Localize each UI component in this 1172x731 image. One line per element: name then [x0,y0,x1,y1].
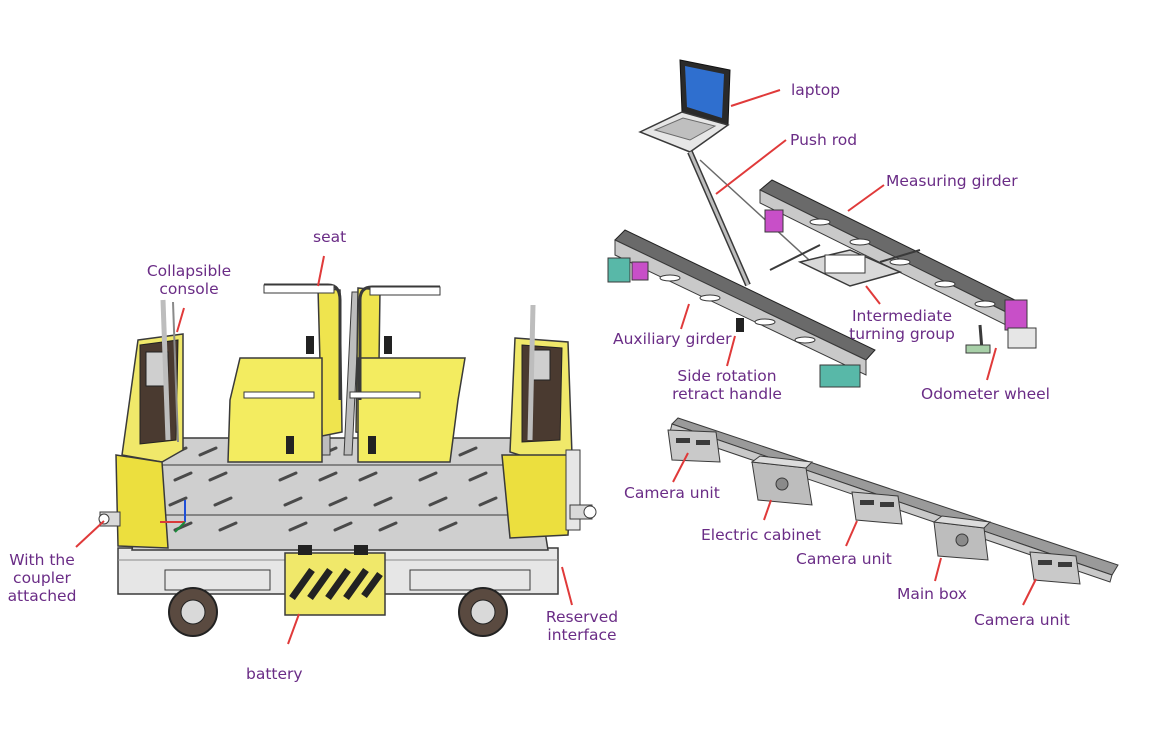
battery [284,545,386,616]
leader-coupler [75,520,105,548]
leader-auxiliary-girder [680,303,690,330]
label-auxiliary-girder: Auxiliary girder [613,330,732,348]
label-collapsible-console: Collapsible console [146,262,232,298]
measuring-girder [759,179,1037,349]
measuring-frame [607,59,1037,388]
leader-collapsible-console [176,307,185,333]
leader-reserved-interface [561,566,573,606]
camera-beam [667,417,1119,585]
label-measuring-girder: Measuring girder [886,172,1018,190]
label-reserved-interface: Reserved interface [545,608,619,644]
reserved-interface-part [569,504,597,520]
trolley-wheels [164,569,531,637]
label-camera-unit-1: Camera unit [624,484,720,502]
leader-laptop [730,89,781,107]
label-laptop: laptop [791,81,841,99]
label-electric-cabinet: Electric cabinet [701,526,821,544]
leader-push-rod [715,139,787,195]
leader-camera-unit-1 [672,452,689,483]
label-push-rod: Push rod [790,131,858,149]
intermediate-turning-group [769,244,921,287]
leader-seat [317,255,325,287]
camera-unit-box-1 [667,429,721,463]
odometer-wheel [965,324,991,354]
right-console [501,304,581,539]
label-camera-unit-3: Camera unit [974,611,1070,629]
label-main-box: Main box [897,585,967,603]
leader-measuring-girder [847,184,885,212]
leader-camera-unit-3 [1022,578,1037,606]
label-intermediate-turning-group: Intermediate turning group [849,307,955,343]
auxiliary-girder [607,229,876,388]
label-side-rotation-handle: Side rotation retract handle [672,367,782,403]
leader-electric-cabinet [763,499,772,521]
perforated-floor [131,437,549,551]
camera-unit-box-3 [1029,551,1081,585]
label-battery: battery [246,665,303,683]
push-rod [687,150,821,287]
axis-indicator [160,500,186,533]
label-odometer-wheel: Odometer wheel [921,385,1050,403]
main-box-part [932,515,992,561]
label-coupler: With the coupler attached [7,551,77,605]
leader-battery [287,613,300,645]
seats [227,283,466,463]
leader-side-rotation-handle [726,335,736,367]
label-seat: seat [313,228,347,246]
leader-lines [75,89,1037,645]
inspection-trolley [98,283,597,637]
left-console [115,299,184,549]
coupler [98,511,121,527]
leader-odometer-wheel [986,347,997,381]
leader-main-box [934,557,942,582]
laptop [638,59,731,153]
label-camera-unit-2: Camera unit [796,550,892,568]
electric-cabinet-box [750,455,814,506]
leader-camera-unit-2 [845,520,858,547]
leader-intermediate-turning-group [865,285,881,305]
camera-unit-box-2 [851,491,903,525]
